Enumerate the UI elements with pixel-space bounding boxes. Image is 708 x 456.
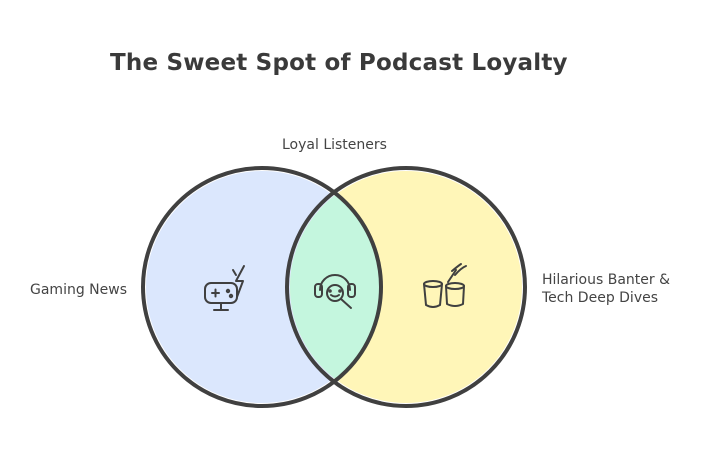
right-set-label: Hilarious Banter & Tech Deep Dives: [542, 271, 670, 307]
headset-search-icon: [314, 274, 356, 309]
left-set-outline: [141, 166, 383, 408]
intersection-label: Loyal Listeners: [282, 137, 387, 153]
right-set-outline: [285, 166, 527, 408]
gamepad-lightning-icon: [204, 265, 245, 311]
left-set-label: Gaming News: [30, 282, 127, 298]
intersection-fill: [290, 171, 380, 403]
right-set-label-line2: Tech Deep Dives: [542, 290, 659, 306]
right-set-label-line1: Hilarious Banter &: [542, 272, 670, 288]
diagram-title: The Sweet Spot of Podcast Loyalty: [110, 50, 568, 76]
drinks-cups-icon: [423, 263, 467, 308]
